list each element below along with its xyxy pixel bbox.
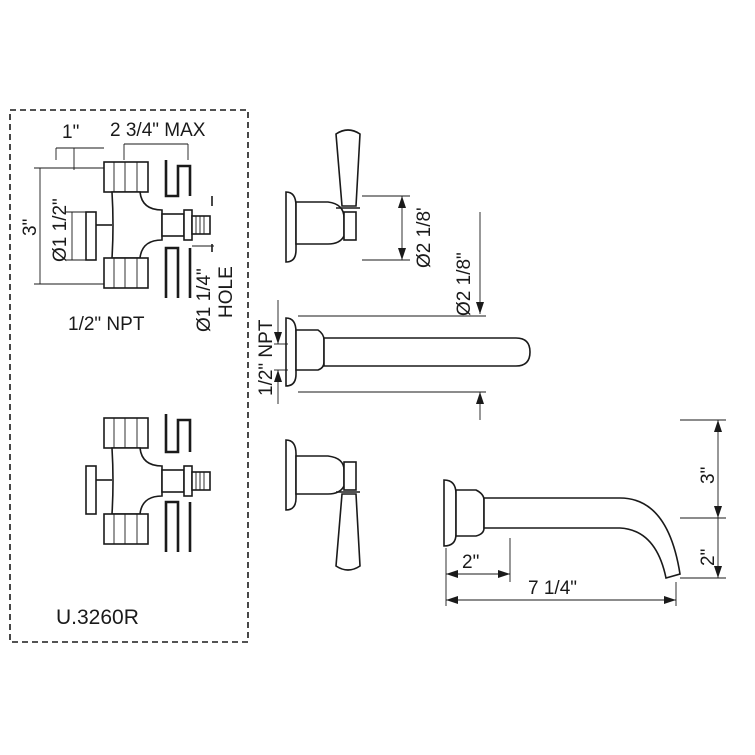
- upper-inlet-nut-bottom: [103, 257, 149, 289]
- dim-flange-dia-label: Ø1 1/2": [50, 198, 71, 262]
- dim-offset-label: 1": [62, 122, 79, 143]
- rough-in-valve-box: [9, 109, 249, 643]
- lower-lever: [335, 493, 361, 571]
- dim-hole-word-label: HOLE: [216, 266, 237, 318]
- side-spout: Ø2 1/8" 1/2" NPT: [256, 212, 531, 420]
- dim-rosette-label: Ø2 1/8': [414, 207, 435, 268]
- dim-spout-length-label: 7 1/4": [528, 578, 577, 599]
- wall-spout-tube: [483, 497, 681, 580]
- dim-hole-size-label: Ø1 1/4": [194, 268, 215, 332]
- dim-max-depth-label: 2 3/4" MAX: [110, 120, 206, 141]
- upper-back-flange: [85, 211, 97, 261]
- wall-spout-flange: [443, 479, 457, 547]
- lower-valve-stem: [191, 471, 211, 491]
- dim-spout-projection-label: 2": [462, 552, 479, 573]
- dim-inlet-label: 1/2" NPT: [68, 314, 145, 335]
- dim-spout-height-lower-label: 2": [698, 549, 719, 566]
- lower-valve-body: [111, 447, 163, 515]
- side-spout-tube: [323, 337, 531, 367]
- model-code-label: U.3260R: [56, 606, 139, 629]
- lower-handle-body: [295, 455, 345, 495]
- upper-valve-body: [111, 191, 163, 259]
- lower-inlet-nut-top: [103, 417, 149, 449]
- lower-handle: [285, 439, 361, 571]
- dim-height-label: 3": [20, 219, 41, 236]
- upper-handle-rosette: [285, 191, 297, 263]
- side-spout-flange: [285, 317, 297, 387]
- wall-spout: 3" 2" 2" 7 1/4": [443, 419, 726, 606]
- upper-inlet-nut-top: [103, 161, 149, 193]
- lower-inlet-nut-bottom: [103, 513, 149, 545]
- upper-valve-stem: [191, 215, 211, 235]
- dim-spout-height-upper-label: 3": [698, 467, 719, 484]
- upper-valve: 1" 2 3/4" MAX 3" Ø1 1/2" Ø1 1/4" HOLE 1/…: [20, 120, 237, 335]
- dim-spout-flange-label: Ø2 1/8": [454, 252, 475, 316]
- dim-side-npt-label: 1/2" NPT: [256, 319, 277, 396]
- upper-handle: Ø2 1/8': [285, 129, 435, 268]
- upper-lever: [335, 129, 361, 207]
- lower-valve: [85, 414, 211, 552]
- lower-handle-rosette: [285, 439, 297, 511]
- lower-back-flange: [85, 465, 97, 515]
